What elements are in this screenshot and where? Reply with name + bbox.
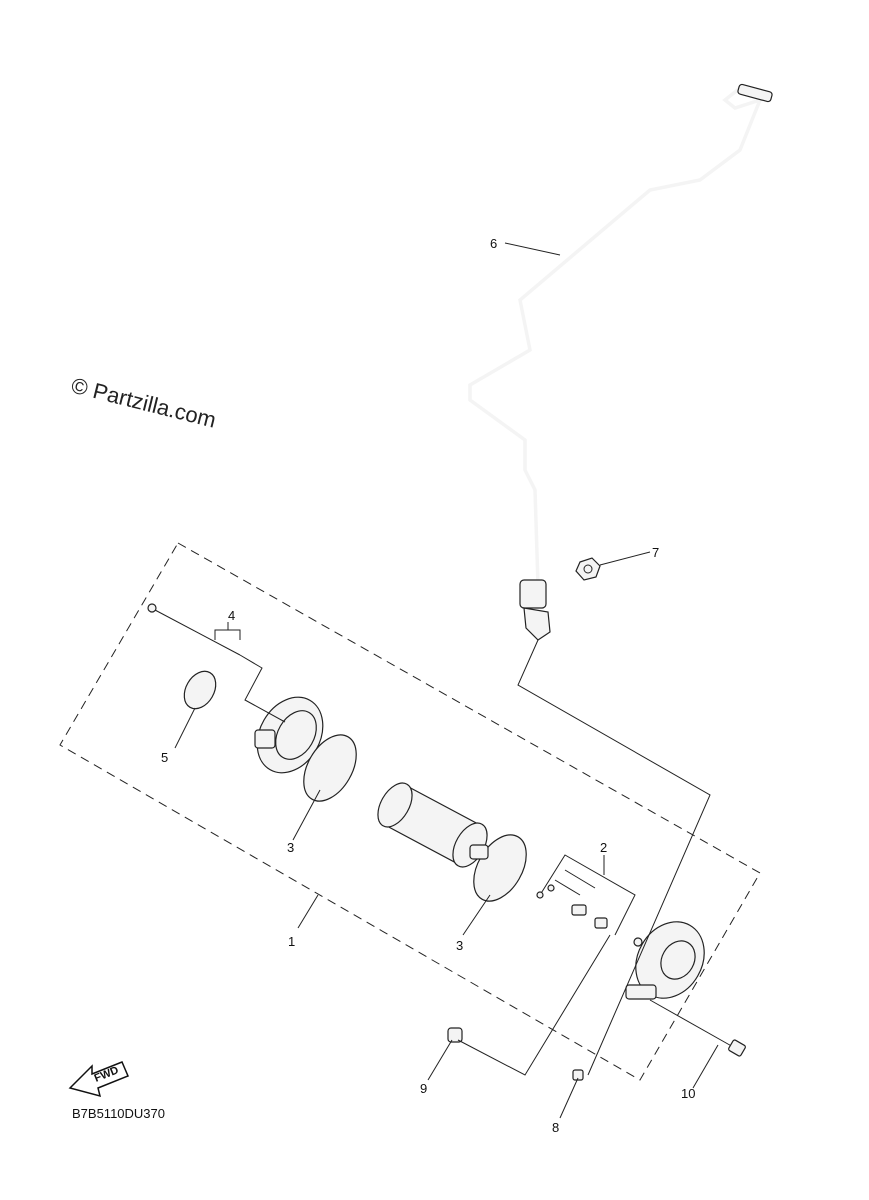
leader-lines [174,242,719,1119]
o-ring-small[interactable] [178,666,222,715]
nut[interactable] [575,557,601,581]
diagram-code: B7B5110DU370 [72,1106,165,1121]
washer-8[interactable] [572,1069,584,1081]
o-ring-upper[interactable] [293,726,367,810]
callout-5: 5 [161,750,168,765]
callout-9: 9 [420,1081,427,1096]
starter-yoke[interactable] [371,777,494,873]
callout-10: 10 [681,1086,695,1101]
watermark: © Partzilla.com [69,373,219,433]
bolt-9[interactable] [447,1027,463,1043]
through-bolt[interactable] [147,603,241,656]
forward-arrow-icon: FWD [68,1061,129,1098]
callout-7: 7 [652,545,659,560]
starter-cable[interactable] [468,83,773,641]
callout-6: 6 [490,236,497,251]
brush-holder-set[interactable] [536,854,636,936]
callout-3-upper: 3 [287,840,294,855]
callout-3-lower: 3 [456,938,463,953]
assembly-boundary [59,542,761,1081]
callout-2: 2 [600,840,607,855]
bolt-10[interactable] [649,999,746,1057]
callout-4: 4 [228,608,235,623]
callout-1: 1 [288,934,295,949]
rear-cover[interactable] [622,909,717,1010]
callout-8: 8 [552,1120,559,1135]
